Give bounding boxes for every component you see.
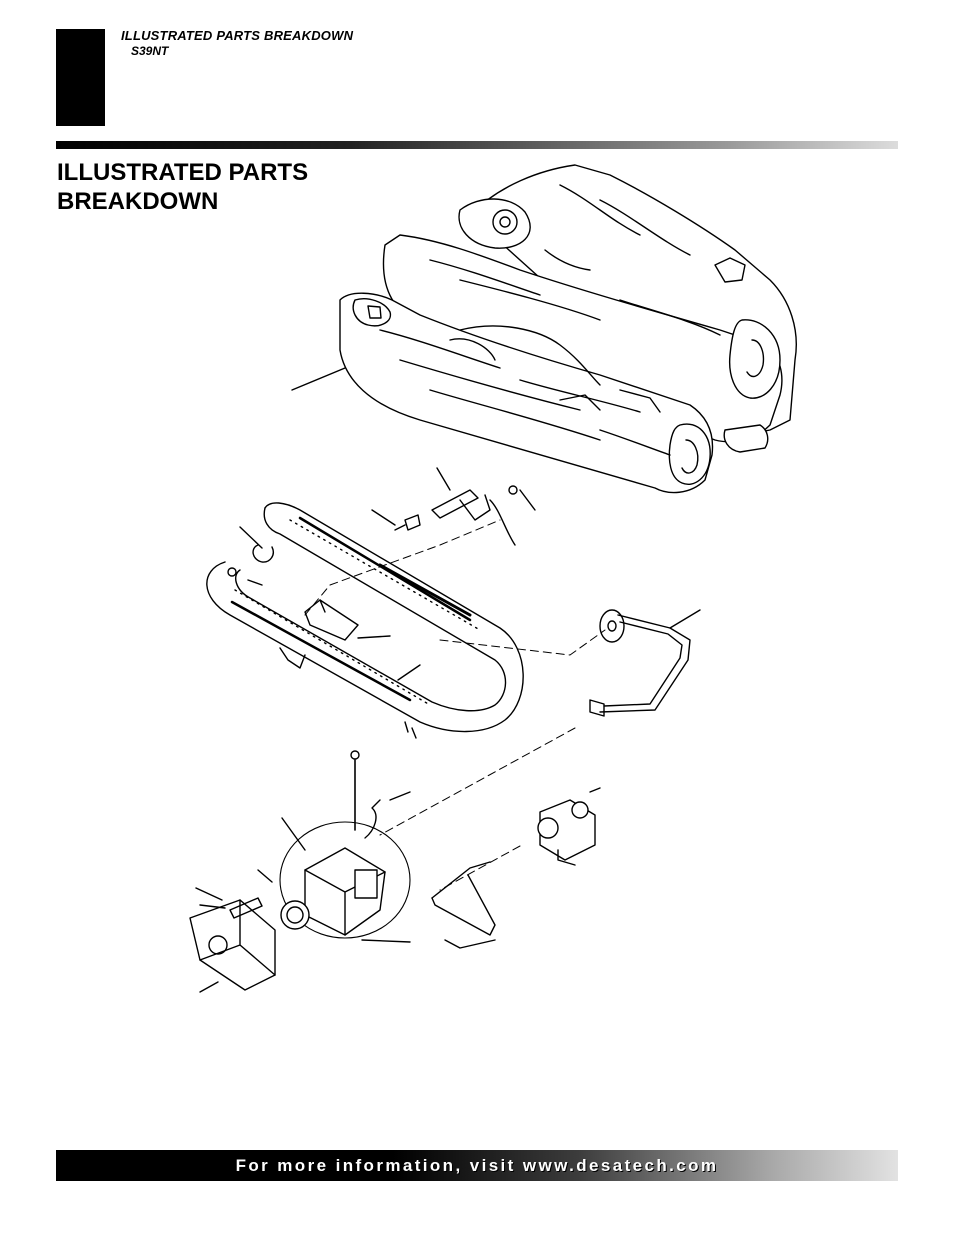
footer-info-link-text: For more information, visit www.desatech…	[235, 1156, 719, 1175]
log-set-illustration	[291, 164, 797, 494]
header-model-number: S39NT	[131, 44, 169, 58]
page-title: ILLUSTRATED PARTS BREAKDOWN	[57, 159, 309, 215]
header-section-title: ILLUSTRATED PARTS BREAKDOWN	[121, 28, 354, 43]
header-rule	[56, 141, 898, 149]
parts-breakdown-diagram	[189, 164, 797, 993]
assembly-guide-lines	[304, 519, 606, 891]
valve-assembly-illustration	[189, 750, 411, 993]
section-tab	[56, 29, 105, 126]
inlet-tube-illustration	[589, 609, 701, 717]
regulator-illustration	[431, 787, 601, 949]
footer-bar: For more information, visit www.desatech…	[56, 1150, 898, 1181]
burner-assembly-illustration	[206, 502, 524, 739]
pilot-assembly-illustration	[371, 467, 536, 546]
